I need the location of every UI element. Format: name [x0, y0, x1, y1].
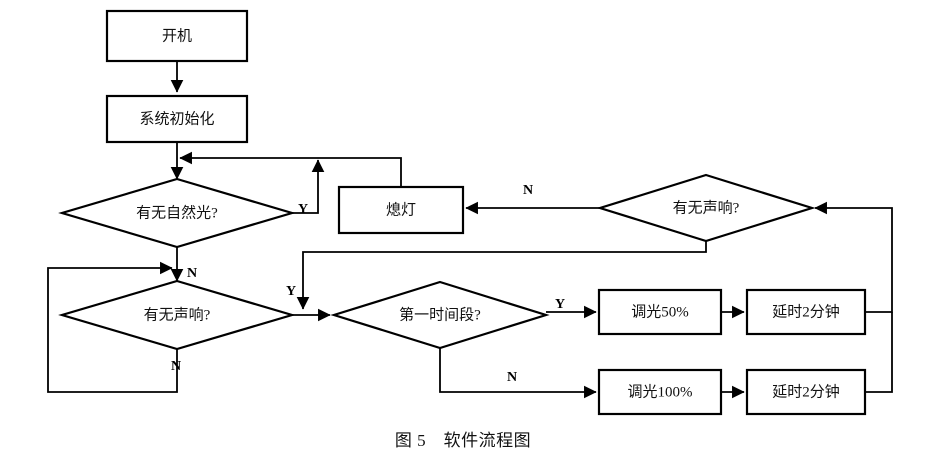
node-label-init: 系统初始化 — [139, 110, 214, 127]
node-start: 开机 — [105, 9, 249, 63]
edge-period-no-down-right — [439, 348, 597, 399]
node-label-sound_q_l: 有无声响? — [144, 305, 211, 323]
nodes-layer: 开机系统初始化有无自然光?有无声响?熄灯有无声响?第一时间段?调光50%延时2分… — [58, 9, 867, 416]
edge-label-sound_r_no: N — [523, 183, 533, 198]
node-delay1: 延时2分钟 — [745, 288, 867, 336]
edge-delay2-right-up — [865, 312, 893, 393]
node-label-period_q: 第一时间段? — [399, 305, 481, 323]
process-shape-delay2 — [745, 368, 867, 416]
process-shape-dim50 — [597, 288, 723, 336]
node-lamp_off: 熄灯 — [337, 185, 465, 235]
edge-labels-layer: Y N Y N N Y N — [171, 183, 565, 385]
edge-label-light_yes: Y — [298, 202, 308, 217]
edge-light-yes-up — [292, 159, 325, 214]
node-label-dim100: 调光100% — [628, 383, 693, 400]
decision-shape-period_q — [330, 280, 550, 350]
node-label-light_q: 有无自然光? — [136, 204, 218, 221]
node-sound_q_l: 有无声响? — [58, 279, 296, 351]
node-init: 系统初始化 — [105, 94, 249, 144]
node-label-dim50: 调光50% — [631, 303, 689, 320]
edge-delay1-right-up — [814, 201, 893, 313]
edge-lampoff-up-feedback — [179, 151, 402, 187]
edge-sound-l-no-loop — [47, 261, 178, 393]
edge-label-period_no: N — [507, 370, 517, 385]
node-period_q: 第一时间段? — [330, 280, 550, 350]
process-shape-delay1 — [745, 288, 867, 336]
process-shape-dim100 — [597, 368, 723, 416]
process-shape-start — [105, 9, 249, 63]
edge-label-sound_l_yes: Y — [286, 284, 296, 299]
process-shape-init — [105, 94, 249, 144]
node-label-sound_q_r: 有无声响? — [673, 198, 740, 216]
node-sound_q_r: 有无声响? — [596, 173, 816, 243]
decision-shape-sound_q_r — [596, 173, 816, 243]
node-dim50: 调光50% — [597, 288, 723, 336]
edges-layer — [47, 61, 893, 399]
decision-shape-light_q — [58, 177, 296, 249]
figure-caption: 图 5 软件流程图 — [394, 431, 532, 450]
node-label-delay1: 延时2分钟 — [772, 303, 840, 320]
edge-label-period_yes: Y — [555, 297, 565, 312]
edge-sound-r-bottom-to-down — [296, 241, 707, 310]
node-dim100: 调光100% — [597, 368, 723, 416]
node-label-lamp_off: 熄灯 — [386, 201, 416, 218]
node-light_q: 有无自然光? — [58, 177, 296, 249]
process-shape-lamp_off — [337, 185, 465, 235]
edge-label-sound_l_no: N — [171, 359, 181, 374]
node-label-delay2: 延时2分钟 — [772, 383, 840, 400]
edge-label-light_no: N — [187, 266, 197, 281]
decision-shape-sound_q_l — [58, 279, 296, 351]
node-delay2: 延时2分钟 — [745, 368, 867, 416]
node-label-start: 开机 — [162, 27, 192, 44]
